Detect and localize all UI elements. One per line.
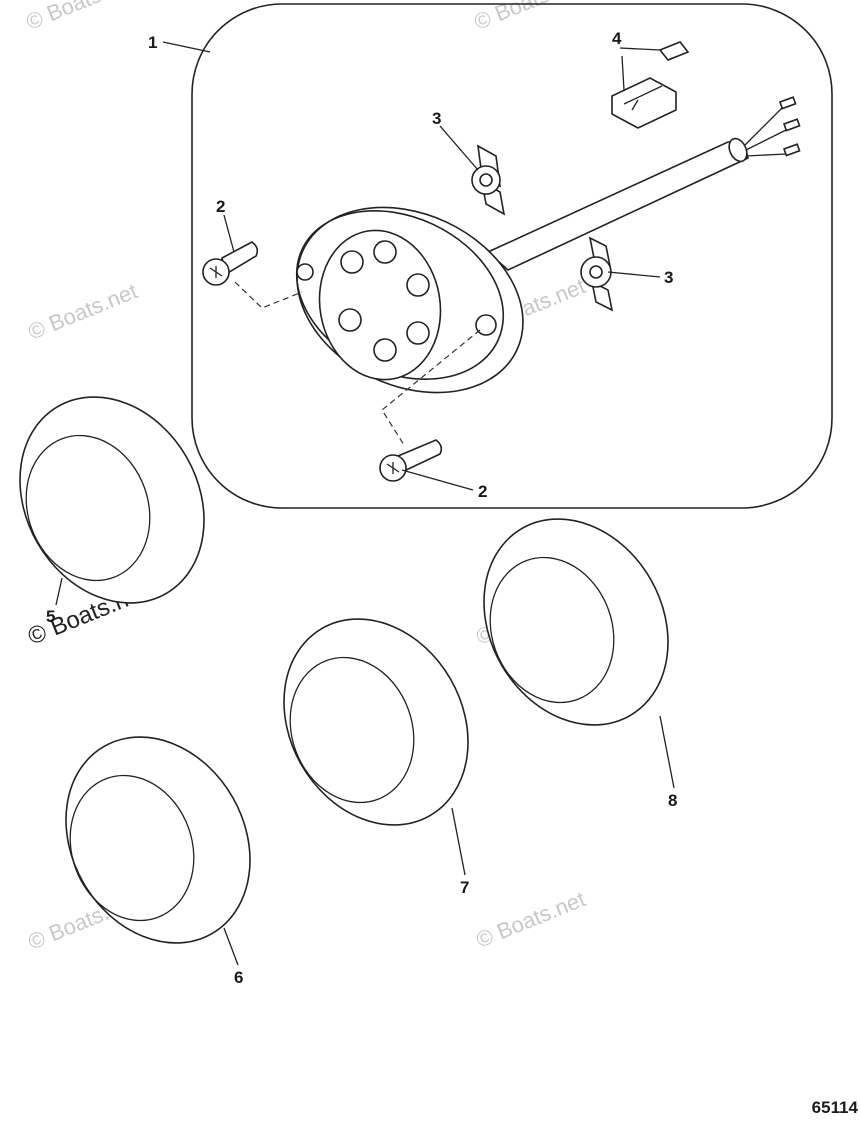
wing-nut-lower — [580, 236, 614, 312]
callout-6: 6 — [234, 968, 243, 987]
callout-8: 8 — [668, 791, 677, 810]
wing-nut-upper — [471, 144, 506, 216]
light-cable — [486, 96, 801, 271]
callout-5: 5 — [46, 607, 55, 626]
dash-guide — [234, 281, 303, 309]
callout-2-lower: 2 — [478, 482, 487, 501]
bezel-6 — [65, 736, 251, 944]
kit-outline — [191, 3, 833, 509]
screw-upper — [202, 241, 259, 286]
dash-guide — [381, 329, 481, 446]
callout-4: 4 — [612, 29, 622, 48]
callout-3-lower: 3 — [664, 268, 673, 287]
screw-lower — [379, 439, 443, 482]
led-light-housing — [295, 206, 524, 394]
leader-lines — [55, 41, 675, 966]
watermark: © Boats.net — [23, 0, 139, 35]
figure-number: 65114 — [811, 1098, 858, 1117]
connector — [611, 41, 690, 129]
callout-1: 1 — [148, 33, 157, 52]
callout-7: 7 — [460, 878, 469, 897]
bezel-5 — [19, 396, 205, 604]
watermark: © Boats.net — [471, 0, 587, 35]
watermark: © Boats.net — [25, 278, 141, 344]
callouts: 1 2 2 3 3 4 5 6 7 8 — [46, 29, 677, 987]
watermark: © Boats.net — [473, 886, 589, 952]
bezel-8 — [483, 518, 669, 726]
callout-2-upper: 2 — [216, 197, 225, 216]
callout-3-upper: 3 — [432, 109, 441, 128]
bezel-7 — [283, 618, 469, 826]
